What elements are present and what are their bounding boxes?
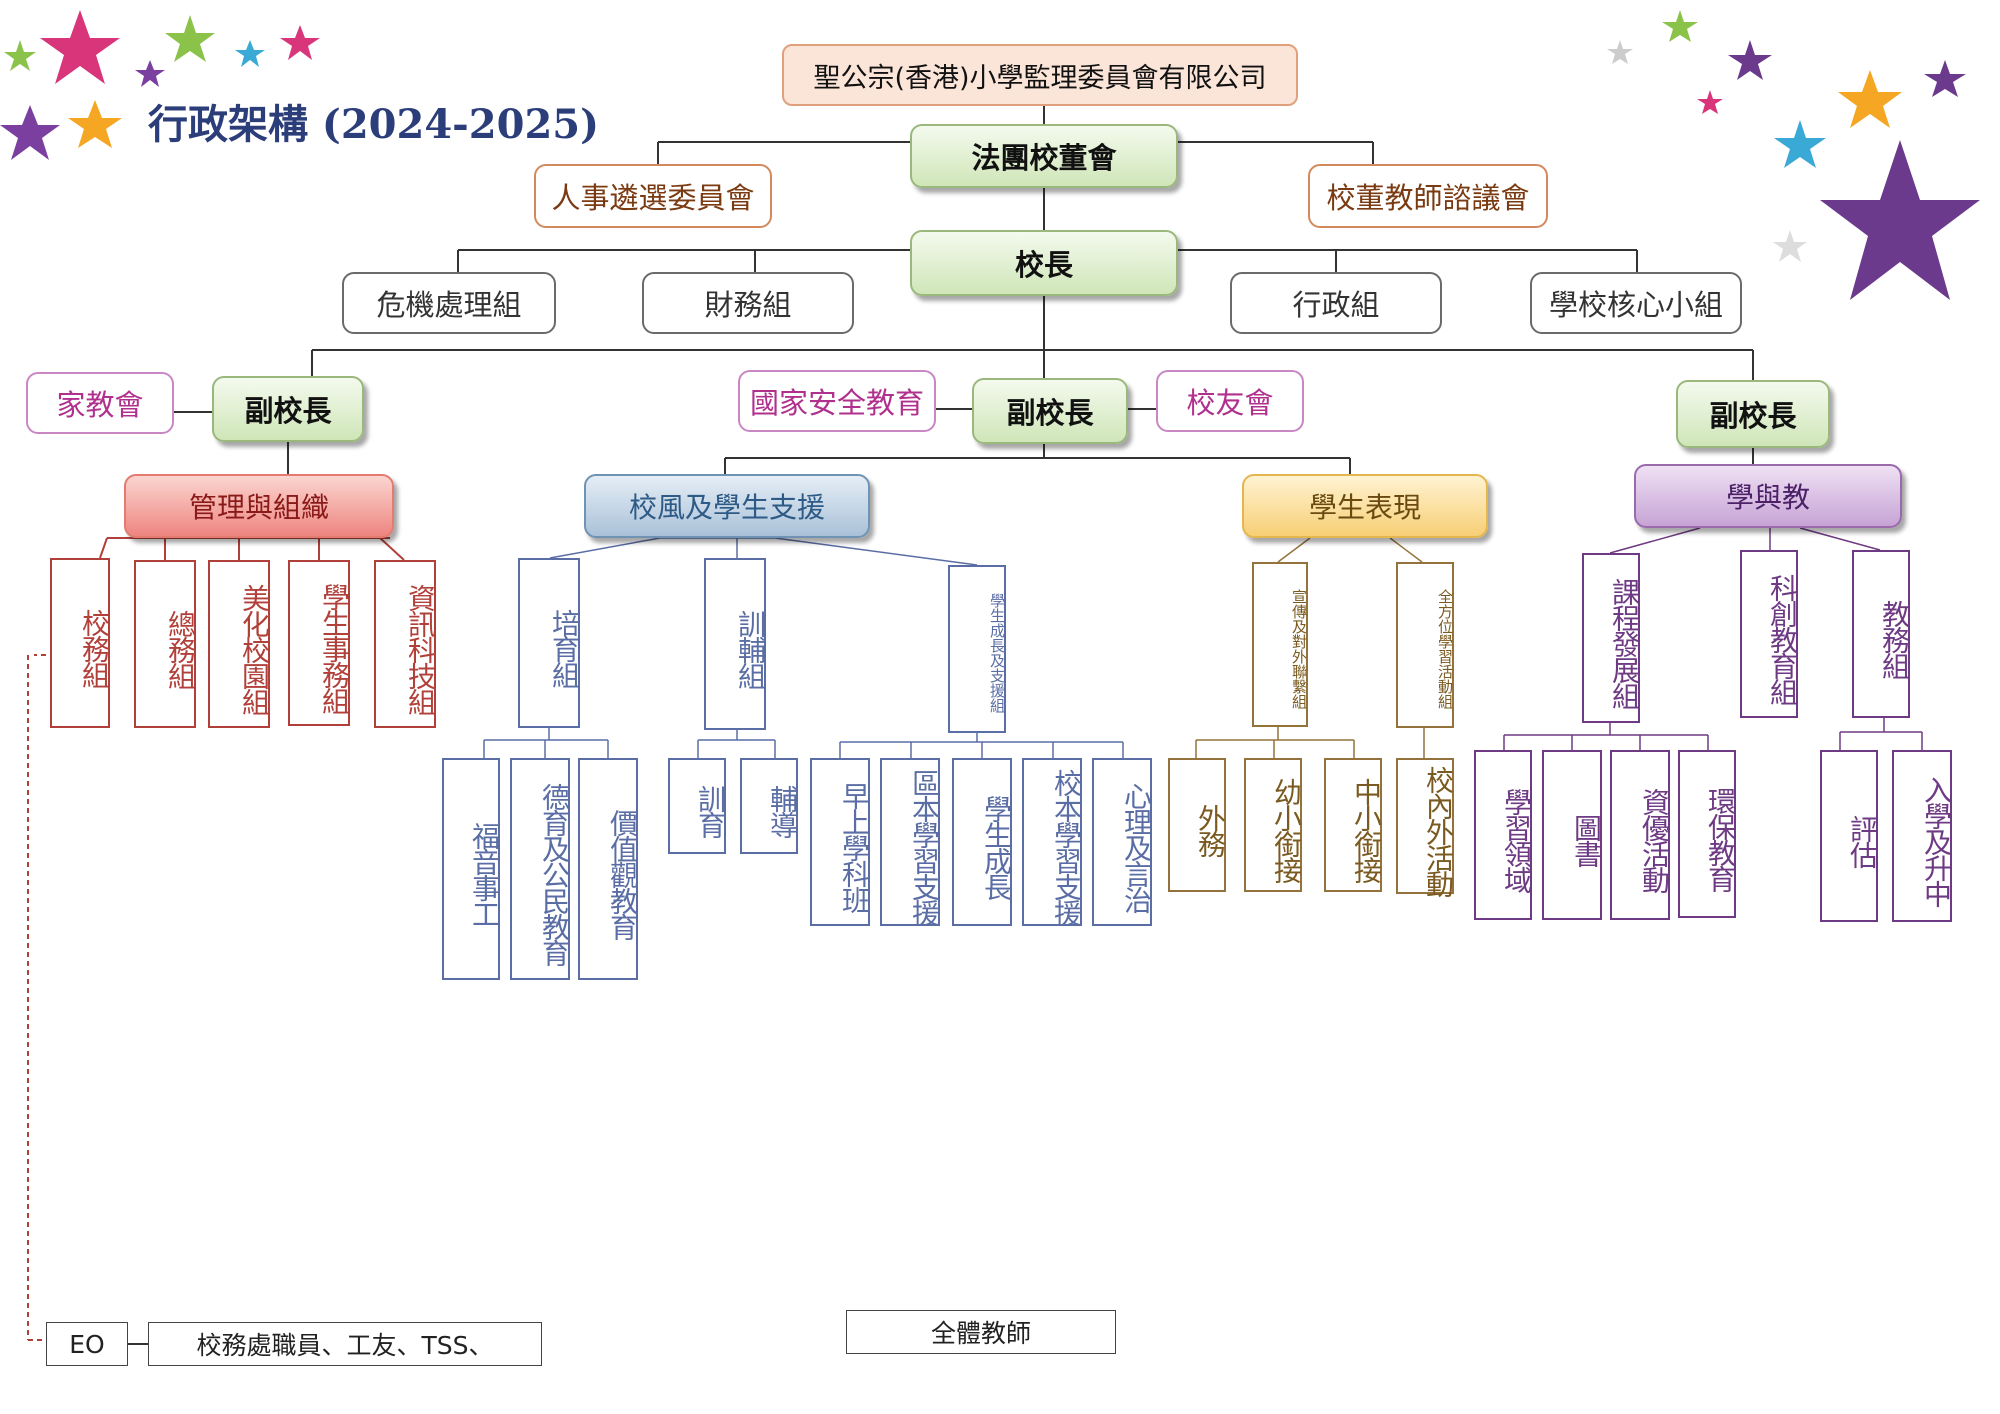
alumni-box: 校友會 (1156, 370, 1304, 432)
nurturing-group-box: 培育組 (518, 558, 581, 728)
library-box: 圖書 (1542, 750, 1603, 920)
external-affairs-box: 外務 (1168, 758, 1227, 892)
eo-box: EO (46, 1322, 128, 1366)
management-category-box: 管理與組織 (124, 474, 394, 538)
principal-box: 校長 (910, 230, 1178, 296)
star-decoration-left (0, 10, 320, 160)
general-affairs-group-box: 校務組 (50, 558, 111, 728)
performance-category-box: 學生表現 (1242, 474, 1488, 538)
assessment-box: 評估 (1820, 750, 1879, 922)
logistics-group-box: 總務組 (134, 560, 197, 728)
teaching-category-box: 學與教 (1634, 464, 1902, 528)
vp-right-box: 副校長 (1676, 380, 1830, 448)
vp-left-box: 副校長 (212, 376, 364, 442)
pta-box: 家教會 (26, 372, 174, 434)
psychology-speech-box: 心理及言治 (1092, 758, 1153, 926)
moral-civic-education-box: 德育及公民教育 (510, 758, 571, 980)
kindergarten-transition-box: 幼小銜接 (1244, 758, 1303, 892)
crisis-group-box: 危機處理組 (342, 272, 556, 334)
stem-group-box: 科創教育組 (1740, 550, 1799, 718)
finance-group-box: 財務組 (642, 272, 854, 334)
student-affairs-group-box: 學生事務組 (288, 560, 351, 726)
activities-box: 校內外活動 (1396, 758, 1455, 896)
gifted-activities-box: 資優活動 (1610, 750, 1671, 920)
gospel-ministry-box: 福音事工 (442, 758, 501, 980)
kla-box: 學習領域 (1474, 750, 1533, 920)
all-teachers-box: 全體教師 (846, 1310, 1116, 1354)
core-group-box: 學校核心小組 (1530, 272, 1742, 334)
secondary-transition-box: 中小銜接 (1324, 758, 1383, 892)
national-security-box: 國家安全教育 (738, 370, 936, 432)
support-category-box: 校風及學生支援 (584, 474, 870, 538)
discipline-box: 訓育 (668, 758, 727, 854)
student-growth-group-box: 學生成長及支援組 (948, 565, 1006, 733)
district-learning-support-box: 區本學習支援 (880, 758, 941, 926)
counselling-box: 輔導 (740, 758, 799, 854)
admission-promotion-box: 入學及升中 (1892, 750, 1953, 922)
publicity-liaison-group-box: 宣傳及對外聯繫組 (1252, 562, 1308, 727)
academic-affairs-group-box: 教務組 (1852, 550, 1911, 718)
environmental-education-box: 環保教育 (1678, 750, 1737, 918)
campus-beautification-group-box: 美化校園組 (208, 560, 271, 728)
board-teacher-council-box: 校董教師諮議會 (1308, 164, 1548, 228)
supervisory-committee-box: 聖公宗(香港)小學監理委員會有限公司 (782, 44, 1298, 106)
curriculum-group-box: 課程發展組 (1582, 553, 1641, 723)
admin-group-box: 行政組 (1230, 272, 1442, 334)
all-round-learning-group-box: 全方位學習活動組 (1396, 562, 1454, 728)
star-decoration-right (1607, 10, 1980, 300)
vp-center-box: 副校長 (972, 378, 1128, 444)
page-title: 行政架構 (2024-2025) (148, 101, 600, 148)
school-board-box: 法團校董會 (910, 124, 1178, 188)
staff-selection-committee-box: 人事遴選委員會 (534, 164, 772, 228)
it-group-box: 資訊科技組 (374, 560, 437, 728)
morning-class-box: 早上學科班 (810, 758, 871, 926)
values-education-box: 價值觀教育 (578, 758, 639, 980)
office-staff-box: 校務處職員、工友、TSS、 (148, 1322, 542, 1366)
school-learning-support-box: 校本學習支援 (1022, 758, 1083, 926)
student-growth-box: 學生成長 (952, 758, 1013, 926)
guidance-group-box: 訓輔組 (704, 558, 767, 730)
